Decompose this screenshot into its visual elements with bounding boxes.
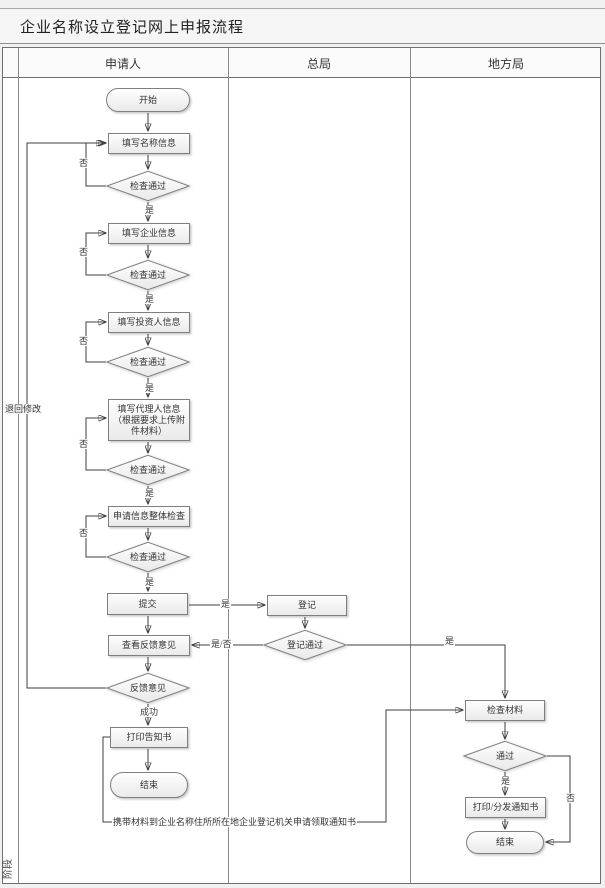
node-label: 填写名称信息 [121, 138, 176, 148]
edge-label-yes: 是 [444, 636, 456, 646]
edge-label-yes: 是 [220, 599, 232, 609]
phase-strip-divider [18, 48, 19, 883]
diamond-shape [463, 741, 547, 771]
node-view-feedback: 查看反馈意见 [108, 635, 190, 656]
node-fill-investor-info: 填写投资人信息 [108, 312, 190, 333]
diamond-shape [106, 455, 190, 485]
edge-label-no: 否 [565, 793, 577, 803]
lane-title-general-bureau: 总局 [306, 57, 332, 71]
node-label: 打印/分发通知书 [472, 802, 539, 812]
lane-divider-2 [410, 48, 411, 883]
title-bar: 企业名称设立登记网上申报流程 [0, 8, 605, 44]
node-label: 检查通过 [129, 464, 166, 475]
edge-label-carry-materials: 携带材料到企业名称住所所在地企业登记机关申请领取通知书 [112, 817, 358, 827]
diamond-shape [106, 673, 190, 703]
node-check-pass-2: 检查通过 [106, 260, 190, 290]
node-label: 查看反馈意见 [121, 640, 176, 650]
node-fill-enterprise-info: 填写企业信息 [108, 223, 190, 244]
diamond-shape [106, 171, 190, 201]
node-label: 通过 [495, 750, 514, 761]
edge-label-yes: 是 [144, 294, 156, 304]
edge-label-no: 否 [78, 528, 90, 538]
node-label: 检查通过 [129, 356, 166, 367]
edge-feedback-return-modify [26, 143, 106, 689]
node-label: 检查通过 [129, 269, 166, 280]
edge-registerpass-checkmaterials [347, 644, 505, 698]
node-check-pass-1: 检查通过 [106, 171, 190, 201]
edge-label-yes: 是 [144, 577, 156, 587]
node-label: 填写企业信息 [121, 228, 176, 238]
node-label: 结束 [139, 779, 158, 790]
edge-label-no: 否 [78, 247, 90, 257]
node-end-local: 结束 [466, 831, 544, 854]
edge-label-yes: 是 [144, 383, 156, 393]
edge-label-yes: 是 [144, 205, 156, 215]
edge-label-return-modify: 退回修改 [4, 404, 43, 414]
node-label: 登记 [297, 600, 316, 610]
node-label: 提交 [138, 598, 157, 609]
node-register-pass: 登记通过 [263, 630, 347, 660]
node-pass: 通过 [463, 741, 547, 771]
node-start: 开始 [106, 88, 190, 112]
page-title: 企业名称设立登记网上申报流程 [20, 19, 245, 36]
node-label: 填写代理人信息（根据要求上传附件材料） [112, 403, 185, 436]
node-fill-name-info: 填写名称信息 [108, 133, 190, 154]
node-feedback: 反馈意见 [106, 673, 190, 703]
node-submit: 提交 [107, 593, 188, 615]
node-label: 开始 [138, 94, 157, 105]
diamond-shape [106, 260, 190, 290]
edge-label-yes: 是 [144, 488, 156, 498]
edge-label-no: 否 [78, 158, 90, 168]
lane-header-row [3, 48, 600, 78]
node-print-distribute-notice: 打印/分发通知书 [465, 797, 546, 818]
node-check-pass-4: 检查通过 [106, 455, 190, 485]
edge-label-yes: 是 [500, 776, 512, 786]
edge-label-yes-no: 是/否 [210, 639, 233, 649]
node-label: 检查材料 [486, 705, 523, 715]
diamond-shape [263, 630, 347, 660]
lane-divider-1 [228, 48, 229, 883]
node-label: 填写投资人信息 [117, 317, 181, 327]
lane-title-applicant: 申请人 [104, 57, 142, 71]
node-label: 结束 [495, 837, 514, 847]
lane-title-local-bureau: 地方局 [487, 57, 525, 71]
node-fill-agent-info: 填写代理人信息（根据要求上传附件材料） [108, 399, 190, 441]
node-label: 反馈意见 [129, 682, 166, 693]
diamond-shape [106, 347, 190, 377]
diamond-shape [106, 542, 190, 572]
node-label: 检查通过 [129, 180, 166, 191]
edge-label-no: 否 [78, 336, 90, 346]
node-check-pass-3: 检查通过 [106, 347, 190, 377]
node-label: 登记通过 [286, 639, 323, 650]
node-print-notice: 打印告知书 [110, 727, 188, 748]
node-register: 登记 [267, 595, 347, 616]
node-check-pass-5: 检查通过 [106, 542, 190, 572]
node-check-materials: 检查材料 [465, 700, 545, 721]
edge-label-no: 否 [78, 439, 90, 449]
node-label: 打印告知书 [126, 732, 172, 742]
edge-label-success: 成功 [139, 707, 160, 717]
node-label: 检查通过 [129, 551, 166, 562]
node-overall-check: 申请信息整体检查 [108, 506, 190, 527]
node-label: 申请信息整体检查 [112, 511, 185, 521]
node-end-applicant: 结束 [110, 772, 188, 798]
